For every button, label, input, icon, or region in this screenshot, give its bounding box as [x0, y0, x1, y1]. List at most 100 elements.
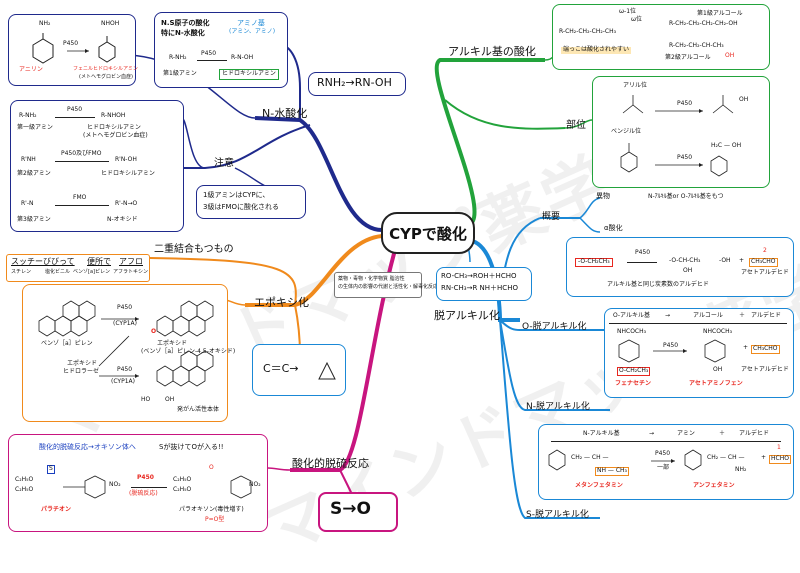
amine3-product: R'-N→O — [115, 200, 138, 207]
alpha-arrow — [627, 262, 657, 263]
o-oh: OH — [713, 366, 723, 373]
alpha-enzyme: P450 — [635, 249, 651, 256]
s-to-o-box: S→O — [318, 492, 398, 532]
epoxide-ring-icon — [318, 361, 336, 380]
parathion-name: パラチオン — [41, 506, 72, 513]
n-num: 1 — [777, 444, 781, 451]
carcinogen-label: 発がん活性本体 — [177, 406, 220, 413]
desulf-heading2: Sが抜けてOが入る!! — [159, 443, 224, 451]
amine1-product-note: (メトヘモグロビン血症) — [83, 132, 148, 139]
branch-epoxide — [245, 234, 383, 307]
amine2-name: 第2級アミン — [17, 170, 51, 177]
benzopyrene-structures — [38, 300, 214, 387]
branch-amines — [181, 117, 206, 169]
dealkylation-label[interactable]: 脱アルキル化 — [434, 309, 500, 322]
caution-line2: 3級はFMOに酸化される — [203, 203, 280, 211]
o-dealk-label[interactable]: O-脱アルキル化 — [522, 322, 587, 332]
amine3-arrow — [55, 205, 109, 206]
desulfuration-label[interactable]: 酸化的脱硫反応 — [292, 457, 369, 470]
desulf-eto2: C₂H₅O — [15, 486, 34, 493]
mnemonic-box: スッチーびびって 便所で アフロ スチレン 塩化ビニル ベンゾ[a]ピレン アフ… — [6, 254, 150, 282]
paraoxon-type: P=O型 — [205, 516, 225, 523]
info-arrow — [197, 60, 227, 61]
overview-label[interactable]: 概要 — [542, 212, 561, 222]
misc-note-line1: 薬物・毒物・化学物質 脂溶性 — [338, 276, 405, 282]
o-dealk-structures — [618, 339, 726, 363]
desulf-eto1: C₂H₅O — [15, 476, 34, 483]
n-oxidation-label[interactable]: N-水酸化 — [262, 107, 308, 120]
alpha-mid: -O-CH-CH₃ — [669, 257, 701, 264]
branch-alkyl — [434, 58, 545, 227]
amine2-reactant: R'NH — [21, 156, 36, 163]
epoxide-formula-box: C＝C→ — [252, 344, 346, 396]
amine3-product-name: N-オキシド — [107, 216, 138, 223]
n-arrow: → — [649, 430, 655, 437]
product2-name: 第2級アルコール — [665, 54, 711, 61]
epoxide-formula: C＝C→ — [263, 362, 299, 375]
desulf-s: S — [47, 465, 55, 474]
n-dealk-label[interactable]: N-脱アルキル化 — [526, 402, 590, 412]
n-header-rule — [551, 441, 781, 442]
branch-aniline — [129, 54, 256, 119]
branch-position-box — [564, 119, 593, 129]
double-bond-label[interactable]: 二重結合もつもの — [154, 244, 234, 255]
alpha-label: α酸化 — [604, 224, 623, 232]
amine1-product-name: ヒドロキシルアミン — [87, 124, 141, 131]
allyl-oh: OH — [739, 96, 749, 103]
paraoxon-ring — [230, 475, 252, 499]
allyl-label: アリル位 — [623, 82, 648, 89]
o-plus2: + — [743, 344, 749, 351]
allyl-enzyme: P450 — [677, 100, 693, 107]
amine3-reactant: R'-N — [21, 200, 34, 207]
info-lead: N.S原子の酸化 — [161, 19, 210, 27]
branch-caution — [160, 124, 311, 169]
center-node[interactable]: CYPで酸化 — [381, 212, 475, 254]
s-dealk-label[interactable]: S-脱アルキル化 — [526, 510, 589, 520]
hydrolase2: ヒドロラーゼ — [63, 368, 100, 375]
n-dealk-box: N-アルキル基 → アミン ＋ アルデヒド CH₂ — CH — NH — CH… — [538, 424, 794, 500]
n-dealk-structures — [548, 449, 702, 471]
bp-name: ベンゾ［a］ピレン — [41, 340, 93, 347]
o-dealk-box: O-アルキル基 → アルコール ＋ アルデヒド NHCOCH₃ NHCOCH₃ … — [604, 308, 794, 398]
dealk-reaction-box: RO-CH₃→ROH＋HCHO RN-CH₃→R NH＋HCHO — [436, 267, 532, 301]
mnemonic-sub4: アフラトキシン — [113, 269, 149, 275]
branch-double-bond — [149, 257, 297, 306]
n-product: HCHO — [769, 455, 791, 464]
bp-enzyme1: P450 — [117, 304, 133, 311]
bp-enzyme2-sub: (CYP1A) — [111, 378, 135, 385]
alkyl-chain: R-CH₂-CH₂-CH₂-CH₃ — [559, 28, 617, 35]
amine2-product: R'N-OH — [115, 156, 137, 163]
o-product: CH₃CHO — [751, 345, 780, 354]
amine2-enzyme: P450及びFMO — [61, 150, 102, 157]
bp-enzyme2: P450 — [117, 366, 133, 373]
alkyl-oxidation-label[interactable]: アルキル基の酸化 — [448, 45, 536, 58]
n-product-frag2: NH₂ — [735, 466, 747, 473]
benzyl-oh: H₂C — OH — [711, 142, 742, 149]
n-enzyme: P450 — [655, 450, 671, 457]
branch-epoxide-box — [224, 299, 246, 306]
aniline-example-box: NH₂ NHOH P450 アニリン フェニルヒドロキシルアミン (メトヘモグロ… — [8, 14, 138, 86]
alpha-product: CH₃CHO — [749, 258, 778, 267]
acetaminophen-name: アセトアミノフェン — [689, 380, 743, 387]
mnemonic-word2: 便所で — [87, 257, 111, 266]
info-enzyme: P450 — [201, 50, 217, 57]
o-head1: O-アルキル基 — [613, 312, 650, 319]
bp-oh2: OH — [165, 396, 175, 403]
branch-s-dealk — [499, 319, 600, 519]
n-product-frag1: CH₂ — CH — — [707, 454, 745, 461]
amine1-name: 第一級アミン — [17, 124, 53, 131]
parathion-ring — [63, 475, 106, 499]
o-sub1: NHCOCH₃ — [617, 328, 647, 335]
caution-label[interactable]: 注意 — [214, 158, 234, 169]
substance-label: 異物 — [596, 192, 610, 200]
position-box: アリル位 P450 OH ベンジル位 P450 H₂C — OH — [592, 76, 770, 188]
branch-n-oxidation — [254, 116, 383, 232]
epoxide-label[interactable]: エポキシ化 — [254, 296, 309, 309]
info-reactant-name: 第1級アミン — [163, 70, 197, 77]
aniline-enzyme: P450 — [63, 40, 79, 47]
benzyl-enzyme: P450 — [677, 154, 693, 161]
position-label[interactable]: 部位 — [566, 120, 586, 131]
info-amino-title: アミノ基 — [237, 19, 265, 27]
branch-position — [444, 99, 566, 130]
bp-enzyme1-sub: (CYP1A) — [113, 320, 137, 327]
